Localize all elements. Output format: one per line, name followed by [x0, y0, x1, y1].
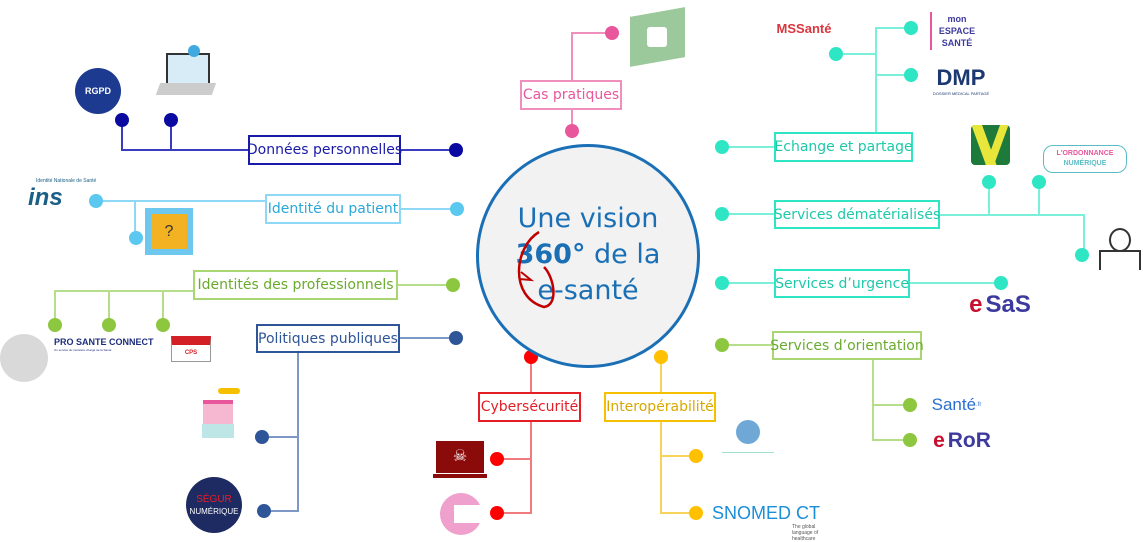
branch-echange-partage[interactable]: Echange et partage [774, 132, 913, 162]
ordonnance-numerique-logo: L'ORDONNANCE NUMÉRIQUE [1043, 145, 1127, 173]
professional-identity-icon [0, 334, 48, 382]
mes-label-1: mon [947, 14, 967, 24]
branch-identite-patient[interactable]: Identité du patient [265, 194, 401, 224]
mssante-logo: MSSanté [766, 16, 842, 40]
sante-label: Santé [931, 395, 977, 414]
center-circle: Une vision 360° de la e-santé [476, 144, 700, 368]
center-line1: Une vision [517, 203, 659, 234]
branch-services-dematerialises[interactable]: Services dématérialisés [774, 200, 940, 229]
segur-numerique-logo: SÉGUR NUMÉRIQUE [186, 477, 242, 533]
psc-sublabel: Un service du ministère chargé de la San… [54, 348, 112, 352]
branch-politiques-publiques[interactable]: Politiques publiques [256, 324, 400, 353]
mssante-label: MSSanté [776, 20, 832, 36]
branch-cas-pratiques[interactable]: Cas pratiques [520, 80, 622, 110]
psc-label: PRO SANTE CONNECT [54, 337, 154, 347]
numerique-label: NUMÉRIQUE [189, 507, 239, 516]
dmp-label: DMP [936, 65, 986, 90]
mes-label-2: ESPACE [938, 26, 976, 36]
network-globe-illustration [712, 400, 782, 475]
segur-label: SÉGUR [196, 494, 232, 505]
sas-label: SaS [985, 291, 1031, 318]
cyberattack-laptop-icon: ☠ [433, 441, 487, 479]
rgpd-logo: RGPD [75, 68, 121, 114]
sante-fr-logo: Santé.fr [924, 394, 989, 416]
ror-label: RoR [947, 429, 991, 452]
branch-donnees-personnelles[interactable]: Données personnelles [247, 135, 402, 165]
health-house-illustration [188, 388, 248, 443]
unknown-patient-photo: ? [145, 208, 193, 255]
ordo-label-1: L'ORDONNANCE [1056, 150, 1114, 157]
node-dots [48, 21, 1089, 520]
snomed-label: SNOMED CT [712, 503, 820, 523]
ordo-label-2: NUMÉRIQUE [1063, 160, 1107, 167]
cps-label: CPS [184, 350, 198, 356]
branch-identites-professionnels[interactable]: Identités des professionnels [193, 270, 398, 300]
branch-services-urgence[interactable]: Services d’urgence [774, 269, 910, 298]
ins-sublabel: Identité Nationale de Santé [36, 178, 97, 184]
cyber-cycle-diagram [440, 493, 482, 535]
cps-card-logo: CPS [171, 336, 211, 362]
rotation-arrow-icon [517, 230, 555, 309]
ror-e-mark: e [933, 429, 945, 452]
branch-services-orientation[interactable]: Services d’orientation [770, 331, 924, 360]
branch-cybersecurite[interactable]: Cybersécurité [478, 392, 581, 422]
center-line2-rest: de la [585, 239, 661, 270]
rgpd-label: RGPD [84, 86, 111, 96]
dmp-sublabel: DOSSIER MÉDICAL PARTAGÉ [932, 91, 990, 96]
mes-label-3: SANTÉ [941, 38, 973, 48]
teleconsultation-doctor-icon [1097, 226, 1141, 272]
vitale-app-logo [971, 125, 1010, 165]
snomed-sublabel: The global language of healthcare [792, 524, 819, 542]
practical-case-illustration [625, 2, 690, 70]
medical-laptop-illustration [148, 45, 223, 105]
branch-interoperabilite[interactable]: Interopérabilité [604, 392, 716, 422]
sante-fr-suffix: .fr [976, 402, 982, 408]
ins-label: ins [28, 184, 63, 211]
sas-e-mark: e [969, 291, 983, 318]
